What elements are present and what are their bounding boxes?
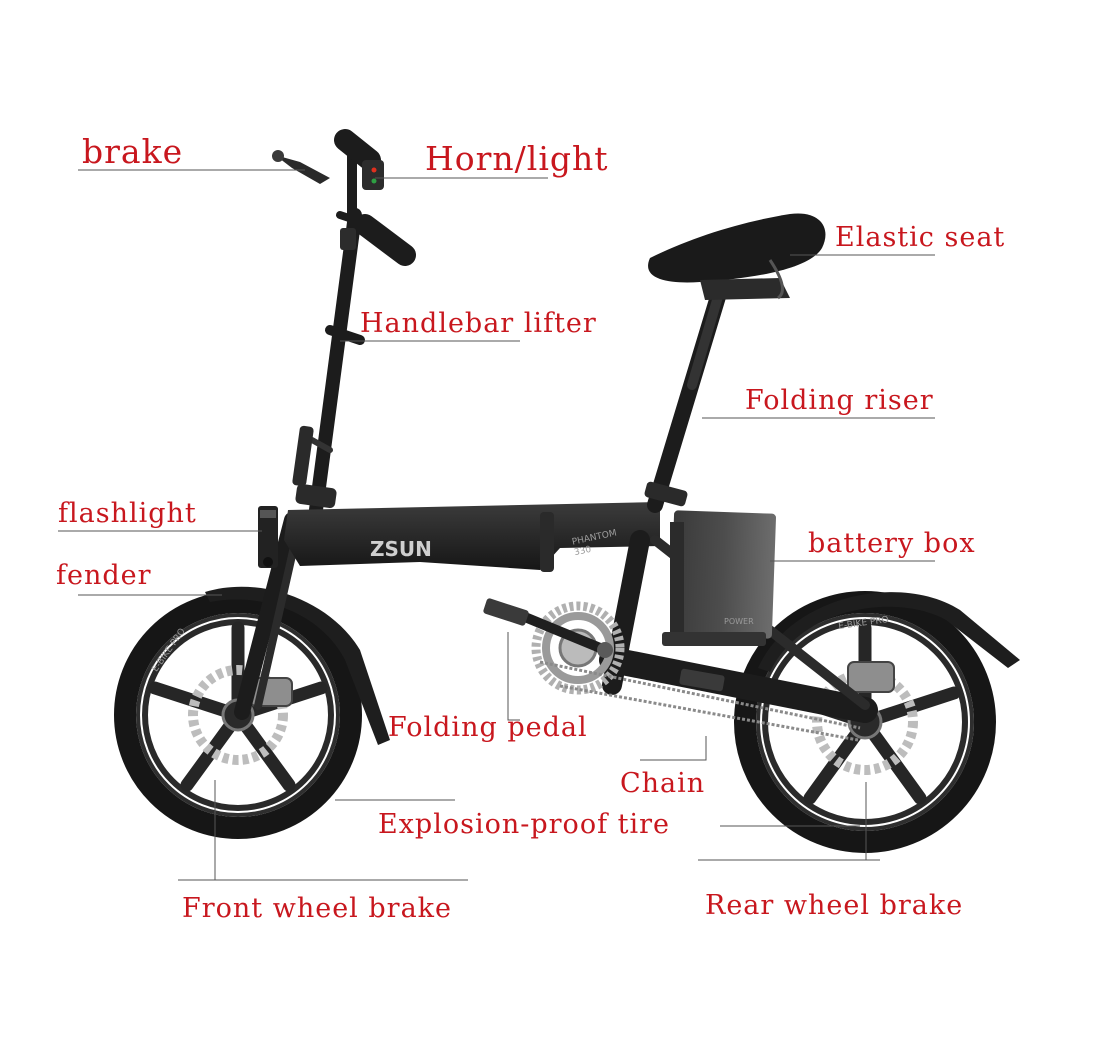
leader-folding-pedal bbox=[507, 632, 520, 721]
handlebar bbox=[334, 129, 416, 266]
label-rear-wheel-brake: Rear wheel brake bbox=[705, 890, 964, 921]
seat-post bbox=[647, 282, 728, 513]
main-frame bbox=[284, 502, 660, 570]
label-fender: fender bbox=[56, 560, 152, 591]
label-explosion-proof-tire: Explosion-proof tire bbox=[378, 809, 671, 840]
leader-lines bbox=[58, 169, 935, 881]
pedal-right bbox=[679, 668, 725, 692]
label-folding-riser: Folding riser bbox=[745, 385, 934, 416]
leader-chain bbox=[640, 736, 707, 761]
label-front-wheel-brake: Front wheel brake bbox=[182, 893, 453, 924]
seat bbox=[648, 213, 826, 300]
flashlight bbox=[258, 506, 278, 568]
front-fender bbox=[205, 586, 390, 745]
label-handlebar-lifter: Handlebar lifter bbox=[360, 308, 597, 339]
label-horn-light: Horn/light bbox=[425, 139, 609, 178]
brand-logo: ZSUN bbox=[370, 537, 432, 561]
label-battery-box: battery box bbox=[808, 528, 976, 559]
label-flashlight: flashlight bbox=[58, 498, 197, 529]
label-folding-pedal: Folding pedal bbox=[388, 712, 588, 743]
pedal-left bbox=[483, 598, 529, 626]
model-text-2: 330 bbox=[573, 545, 592, 558]
crank bbox=[515, 610, 610, 655]
label-chain: Chain bbox=[620, 768, 706, 799]
battery-text: POWER bbox=[724, 617, 754, 626]
front-brake-disc bbox=[188, 665, 288, 765]
battery-box: POWER bbox=[662, 510, 776, 646]
rear-caliper bbox=[847, 661, 895, 693]
label-elastic-seat: Elastic seat bbox=[835, 222, 1006, 253]
handlebar-stem bbox=[305, 208, 365, 547]
label-brake: brake bbox=[82, 132, 184, 171]
chain bbox=[539, 660, 861, 742]
rear-fender bbox=[758, 592, 1020, 672]
horn-light-switch bbox=[362, 160, 384, 190]
